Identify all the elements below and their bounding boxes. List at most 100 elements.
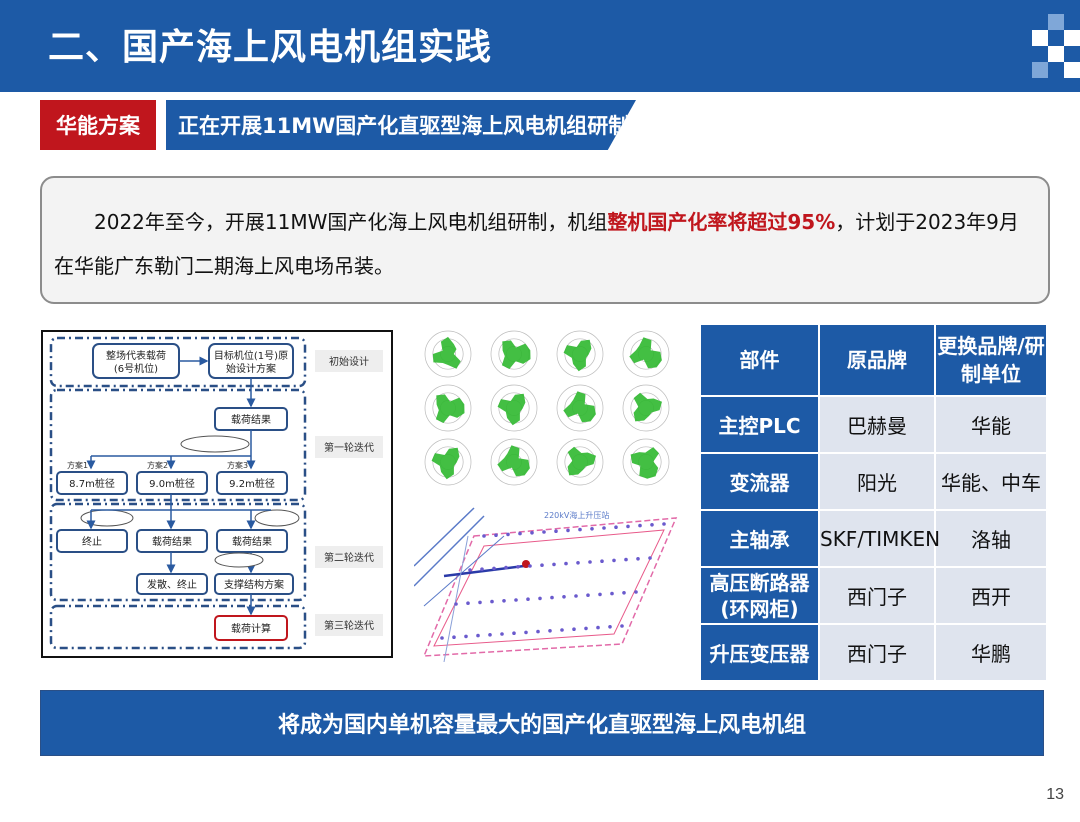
box-stop: 终止 — [82, 535, 102, 548]
turbine-marker — [612, 558, 616, 563]
slide-title: 二、国产海上风电机组实践 — [48, 27, 493, 68]
box-load-result-3: 载荷结果 — [232, 535, 272, 548]
table-cell-part: 升压变压器 — [699, 623, 820, 682]
turbine-marker — [550, 595, 554, 600]
wind-rose-grid — [414, 328, 684, 488]
stage-label-4: 第三轮迭代 — [324, 619, 374, 632]
turbine-marker — [440, 636, 444, 640]
plan3-label: 方案3 — [227, 460, 248, 470]
box-target-sub: 始设计方案 — [226, 362, 276, 375]
turbine-marker — [464, 634, 468, 639]
turbine-marker — [466, 601, 470, 605]
turbine-marker — [476, 633, 480, 638]
table-row: 升压变压器 西门子 华鹏 — [699, 623, 1048, 682]
corner-decoration — [1020, 0, 1080, 92]
table-row: 高压断路器(环网柜) 西门子 西开 — [699, 566, 1048, 625]
turbine-marker — [506, 532, 510, 537]
wind-rose — [490, 438, 538, 486]
turbine-marker — [500, 632, 504, 636]
turbine-marker — [452, 635, 456, 639]
parts-replacement-table: 部件 原品牌 更换品牌/研制单位 主控PLC 巴赫曼 华能 变流器 阳光 华能、… — [699, 323, 1048, 682]
wind-rose — [424, 384, 472, 432]
turbine-marker — [502, 599, 506, 603]
turbine-marker — [596, 625, 600, 630]
box-opt2: 9.0m桩径 — [149, 477, 195, 490]
wind-rose — [622, 384, 670, 432]
turbine-marker — [584, 626, 588, 631]
turbine-marker — [566, 528, 570, 533]
turbine-marker — [540, 563, 544, 567]
stage-label-3: 第二轮迭代 — [324, 551, 374, 564]
table-cell-original: 西门子 — [818, 566, 936, 625]
page-number: 13 — [1046, 786, 1064, 803]
table-cell-original: 阳光 — [818, 452, 936, 511]
summary-text-2: ，计划于2023年9月在华能广东勒门二期海上风电场吊装。 — [54, 210, 1019, 278]
turbine-marker — [548, 629, 552, 633]
turbine-marker — [588, 560, 592, 564]
conclusion-banner: 将成为国内单机容量最大的国产化直驱型海上风电机组 — [40, 690, 1044, 756]
wind-rose — [556, 438, 604, 486]
table-cell-replacement: 西开 — [934, 566, 1048, 625]
table-cell-original: SKF/TIMKEN — [818, 509, 940, 568]
turbine-marker — [648, 556, 652, 560]
table-row: 变流器 阳光 华能、中车 — [699, 452, 1048, 511]
turbine-marker — [602, 526, 606, 530]
turbine-marker — [576, 561, 580, 565]
turbine-marker — [634, 590, 638, 594]
turbine-marker — [552, 562, 556, 567]
wind-rose — [556, 384, 604, 432]
table-header-original: 原品牌 — [818, 323, 936, 397]
turbine-marker — [512, 631, 516, 635]
turbine-marker — [590, 527, 594, 531]
table-header-row: 部件 原品牌 更换品牌/研制单位 — [699, 323, 1048, 397]
turbine-marker — [528, 564, 532, 568]
box-support: 支撑结构方案 — [224, 578, 284, 591]
turbine-marker — [598, 592, 602, 597]
turbine-marker — [482, 534, 486, 538]
flowchart-svg: 整场代表载荷 (6号机位) 目标机位(1号)原 始设计方案 载荷结果 方案1 方… — [49, 336, 383, 650]
box-load-result: 载荷结果 — [231, 413, 271, 426]
turbine-marker — [608, 625, 612, 629]
box-rep-load: 整场代表载荷 — [106, 349, 166, 362]
box-target: 目标机位(1号)原 — [214, 349, 288, 362]
turbine-marker — [614, 525, 618, 529]
stage-label-2: 第一轮迭代 — [324, 441, 374, 454]
wind-rose — [556, 330, 604, 378]
table-cell-original: 巴赫曼 — [818, 395, 936, 454]
wind-rose — [424, 330, 472, 378]
turbine-marker — [636, 557, 640, 561]
turbine-marker — [454, 602, 458, 606]
turbine-marker — [572, 627, 576, 631]
plan2-label: 方案2 — [147, 460, 168, 470]
wind-rose — [490, 330, 538, 378]
table-cell-part: 主控PLC — [699, 395, 820, 454]
table-header-part: 部件 — [699, 323, 820, 397]
turbine-marker — [600, 559, 604, 563]
table-cell-part: 高压断路器(环网柜) — [699, 566, 820, 625]
table-cell-original: 西门子 — [818, 623, 936, 682]
turbine-marker — [536, 629, 540, 634]
turbine-marker — [504, 565, 508, 570]
turbine-marker — [624, 557, 628, 562]
turbine-marker — [478, 600, 482, 605]
turbine-marker — [638, 523, 642, 528]
turbine-marker — [514, 598, 518, 602]
table-row: 主控PLC 巴赫曼 华能 — [699, 395, 1048, 454]
turbine-marker — [516, 565, 520, 569]
turbine-marker — [538, 596, 542, 601]
turbine-marker — [530, 531, 534, 535]
header-bar: 二、国产海上风电机组实践 — [0, 0, 1080, 92]
box-rep-load-sub: (6号机位) — [114, 362, 158, 375]
turbine-marker — [554, 529, 558, 533]
turbine-marker — [578, 527, 582, 532]
wind-rose — [490, 384, 538, 432]
turbine-marker — [574, 594, 578, 598]
turbine-marker — [494, 533, 498, 537]
table-row: 主轴承 SKF/TIMKEN 洛轴 — [699, 509, 1048, 568]
box-load-calc: 载荷计算 — [231, 622, 271, 635]
turbine-marker — [488, 633, 492, 637]
turbine-marker — [524, 630, 528, 635]
stage-label-1: 初始设计 — [329, 355, 369, 368]
summary-text-1: 2022年至今，开展11MW国产化海上风电机组研制，机组 — [94, 210, 608, 234]
wind-rose — [622, 330, 670, 378]
